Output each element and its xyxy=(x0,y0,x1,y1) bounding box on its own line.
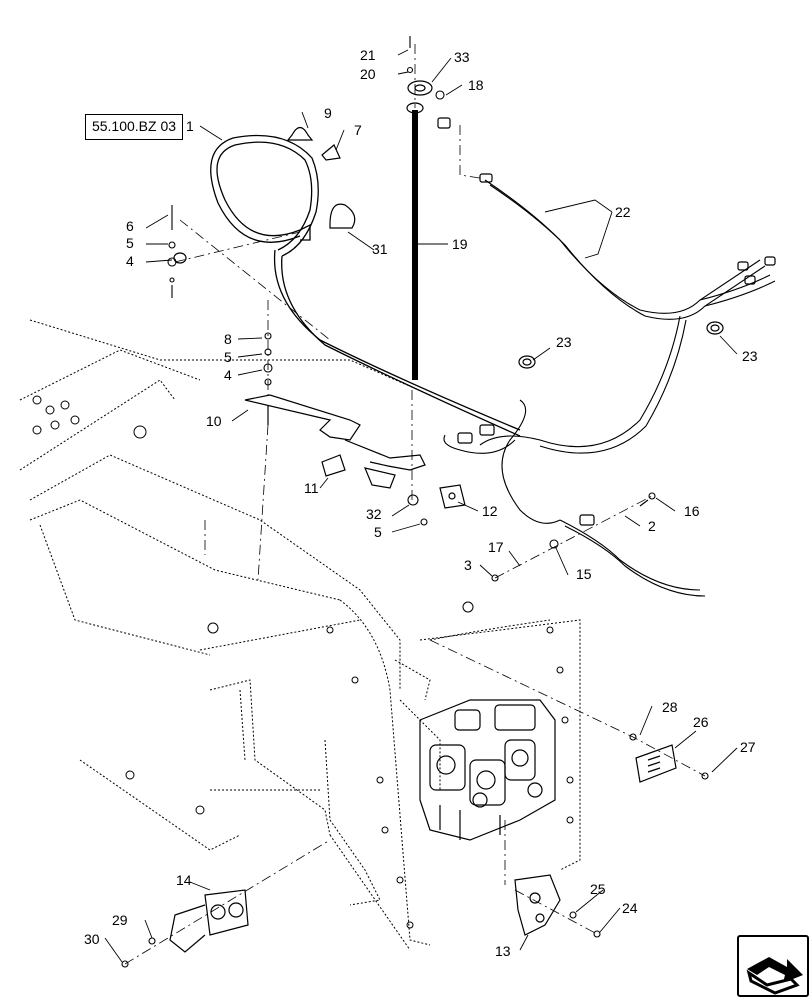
callout-27: 27 xyxy=(740,739,756,755)
clamp-9 xyxy=(286,126,314,141)
grommet-23-left xyxy=(518,355,536,369)
callout-5c: 5 xyxy=(374,524,382,540)
callout-10: 10 xyxy=(206,413,222,429)
callout-28: 28 xyxy=(662,699,678,715)
callout-22: 22 xyxy=(615,204,631,220)
callout-25: 25 xyxy=(590,881,606,897)
control-valve-assembly xyxy=(419,699,556,841)
bracket-extra xyxy=(364,467,396,489)
next-page-arrow-icon xyxy=(746,957,803,995)
callout-33: 33 xyxy=(454,49,470,65)
callout-18: 18 xyxy=(468,77,484,93)
callout-20: 20 xyxy=(360,66,376,82)
callout-26: 26 xyxy=(693,714,709,730)
bracket-11 xyxy=(321,454,346,477)
callout-5a: 5 xyxy=(126,235,134,251)
grommet-23-right xyxy=(706,321,724,335)
callout-8: 8 xyxy=(224,331,232,347)
clamp-33 xyxy=(407,80,433,96)
wiring-harness xyxy=(443,179,776,597)
callout-17: 17 xyxy=(488,539,504,555)
callout-29: 29 xyxy=(112,912,128,928)
callout-12: 12 xyxy=(482,503,498,519)
bracket-10 xyxy=(244,394,426,471)
bracket-14 xyxy=(169,889,249,953)
callout-9: 9 xyxy=(324,105,332,121)
callout-14: 14 xyxy=(176,872,192,888)
callout-30: 30 xyxy=(84,931,100,947)
bracket-12 xyxy=(439,484,466,509)
harness-connectors xyxy=(437,117,776,526)
bracket-13 xyxy=(514,874,561,936)
callout-6: 6 xyxy=(126,218,134,234)
bracket-26 xyxy=(635,744,677,783)
reference-box[interactable]: 55.100.BZ 03 xyxy=(85,114,183,140)
callout-3: 3 xyxy=(464,557,472,573)
callout-4b: 4 xyxy=(224,367,232,383)
callout-leaders xyxy=(104,49,738,963)
callout-19: 19 xyxy=(452,236,468,252)
callout-24: 24 xyxy=(622,900,638,916)
callout-15: 15 xyxy=(576,566,592,582)
frame-bolt-holes xyxy=(32,395,574,929)
callout-11: 11 xyxy=(304,480,319,496)
callout-23a: 23 xyxy=(556,334,572,350)
callout-5b: 5 xyxy=(224,349,232,365)
clamp-31 xyxy=(329,203,356,229)
clip-4 xyxy=(173,252,187,264)
callout-21: 21 xyxy=(360,47,376,63)
callout-13: 13 xyxy=(495,943,511,959)
hydraulic-hose xyxy=(210,134,521,437)
callout-4a: 4 xyxy=(126,253,134,269)
callout-7: 7 xyxy=(354,122,362,138)
callout-16: 16 xyxy=(684,503,700,519)
next-page-button[interactable] xyxy=(737,935,809,997)
assembly-lines xyxy=(124,44,706,965)
callout-1: 1 xyxy=(186,118,194,134)
tractor-frame-outline xyxy=(19,319,581,951)
callout-labels: 1 2 3 4 4 5 5 5 6 7 8 9 10 11 12 13 14 1… xyxy=(84,47,758,959)
callout-32: 32 xyxy=(366,506,382,522)
clip-7 xyxy=(321,144,341,161)
rod-19 xyxy=(406,102,424,380)
callout-31: 31 xyxy=(372,241,388,257)
callout-23b: 23 xyxy=(742,348,758,364)
callout-2: 2 xyxy=(648,518,656,534)
